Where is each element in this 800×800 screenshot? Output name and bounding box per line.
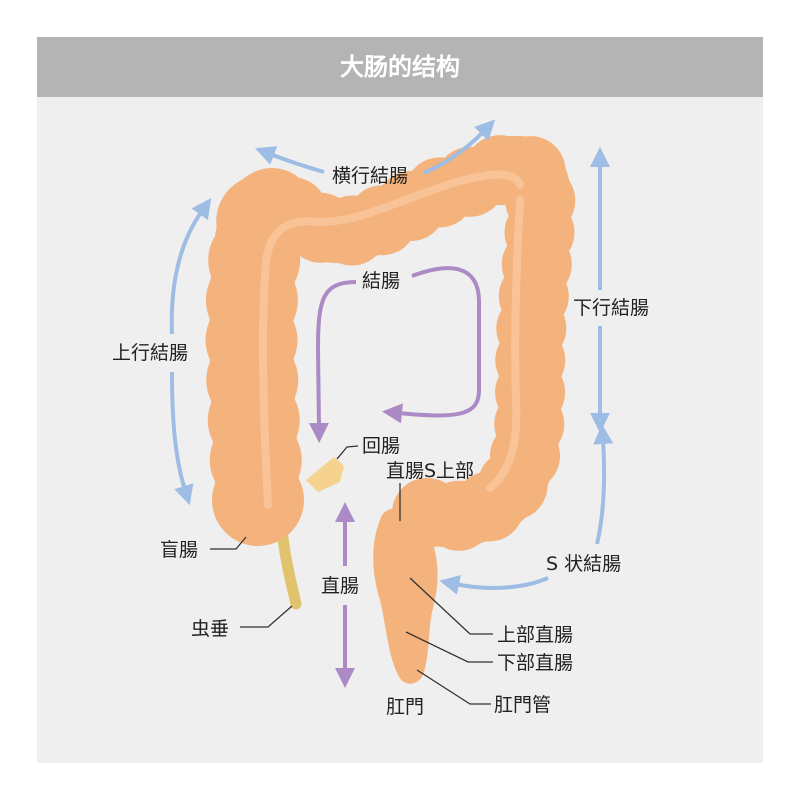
transverse-arrow-left: [255, 146, 325, 174]
ileum-leader-line: [336, 445, 359, 460]
label-appendix: 虫垂: [191, 618, 229, 640]
colon-arrow-left: [308, 280, 357, 443]
transverse-descending-sigmoid-shape: [231, 136, 572, 548]
label-ileum: 回腸: [362, 435, 400, 457]
ascending-arrow-up: [169, 197, 212, 335]
transverse-arrow-right: [423, 119, 496, 175]
lower-rectum-leader-line: [405, 631, 493, 663]
anal-canal-leader-line: [416, 669, 491, 705]
colon-highlight-upper: [258, 170, 524, 509]
page-title: 大肠的结构: [340, 53, 460, 81]
sigmoid-arrow-left: [439, 575, 549, 595]
label-anus: 肛門: [386, 696, 424, 718]
label-anal-canal: 肛門管: [494, 694, 551, 716]
ileum-shape: [306, 457, 344, 492]
colon-body: [205, 132, 576, 684]
cecum-leader-line: [210, 536, 247, 550]
label-sigmoid-colon: S 状結腸: [546, 553, 621, 575]
colon-arrow-right: [382, 266, 481, 424]
label-descending-colon: 下行結腸: [573, 297, 649, 319]
header-bar: [37, 37, 763, 97]
label-ascending-colon: 上行結腸: [112, 342, 188, 364]
colon-highlight-descending: [486, 196, 524, 492]
label-rectosigmoid: 直腸S上部: [386, 460, 474, 482]
label-colon: 結腸: [362, 270, 400, 292]
ascending-arrow-down: [170, 371, 194, 506]
label-rectum: 直腸: [321, 575, 359, 597]
label-lower-rectum: 下部直腸: [497, 652, 573, 674]
label-cecum: 盲腸: [160, 539, 198, 561]
upper-rectum-leader-line: [409, 577, 493, 635]
sigmoid-arrow-up: [593, 424, 614, 545]
label-transverse-colon: 横行結腸: [332, 165, 408, 187]
appendix-shape: [277, 532, 302, 610]
label-upper-rectum: 上部直腸: [497, 624, 573, 646]
appendix-leader-line: [240, 605, 293, 628]
